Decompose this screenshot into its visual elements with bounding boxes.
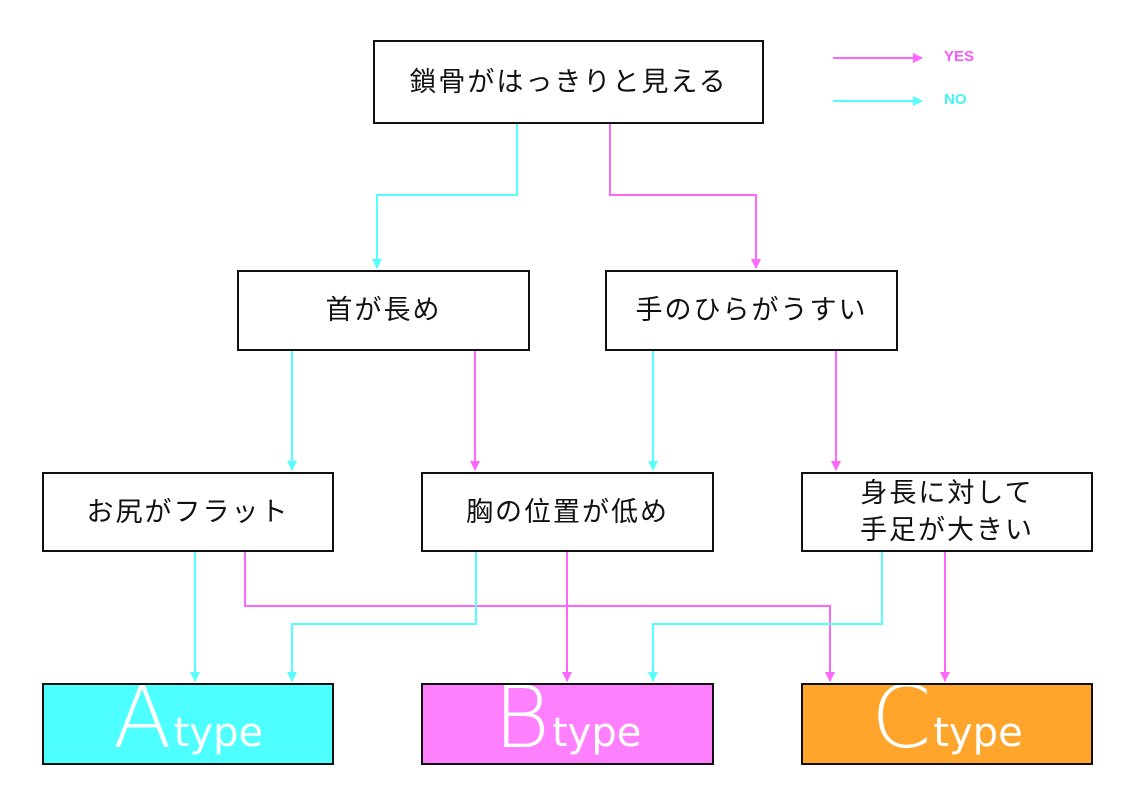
question-collarbone: 鎖骨がはっきりと見える: [373, 40, 764, 124]
result-type-c-letter: C: [871, 683, 932, 765]
question-collarbone-text: 鎖骨がはっきりと見える: [409, 66, 728, 98]
edge-q-flat-hips-to-type-c-yes: [244, 552, 835, 682]
question-low-chest: 胸の位置が低め: [421, 472, 714, 552]
question-low-chest-text: 胸の位置が低め: [466, 496, 669, 528]
result-type-a: A type: [42, 683, 334, 765]
result-type-b-letter: B: [493, 683, 550, 765]
result-type-c-word: type: [933, 710, 1023, 756]
edge-q-collarbone-to-q-thin-palm-yes: [609, 124, 761, 269]
result-type-c: C type: [801, 683, 1093, 765]
result-type-b-word: type: [551, 710, 642, 756]
question-long-neck-text: 首が長め: [325, 295, 442, 326]
question-big-limbs: 身長に対して 手足が大きい: [801, 472, 1093, 552]
question-flat-hips: お尻がフラット: [42, 472, 334, 552]
result-type-a-word: type: [173, 710, 264, 756]
legend: [833, 53, 923, 106]
question-thin-palm: 手のひらがうすい: [605, 270, 898, 351]
question-flat-hips-text: お尻がフラット: [86, 496, 290, 528]
legend-yes-label: YES: [944, 48, 975, 65]
result-type-b: B type: [421, 683, 714, 765]
legend-no-label: NO: [944, 91, 967, 108]
edge-q-low-chest-to-type-a-no: [287, 552, 477, 682]
edge-q-big-limbs-to-type-b-no: [648, 552, 883, 682]
result-type-a-letter: A: [112, 683, 172, 765]
edge-q-collarbone-to-q-long-neck-no: [372, 124, 518, 269]
edge-group: [190, 124, 950, 682]
question-big-limbs-text: 身長に対して 手足が大きい: [860, 478, 1034, 546]
question-long-neck: 首が長め: [237, 270, 530, 351]
question-thin-palm-text: 手のひらがうすい: [635, 295, 868, 326]
